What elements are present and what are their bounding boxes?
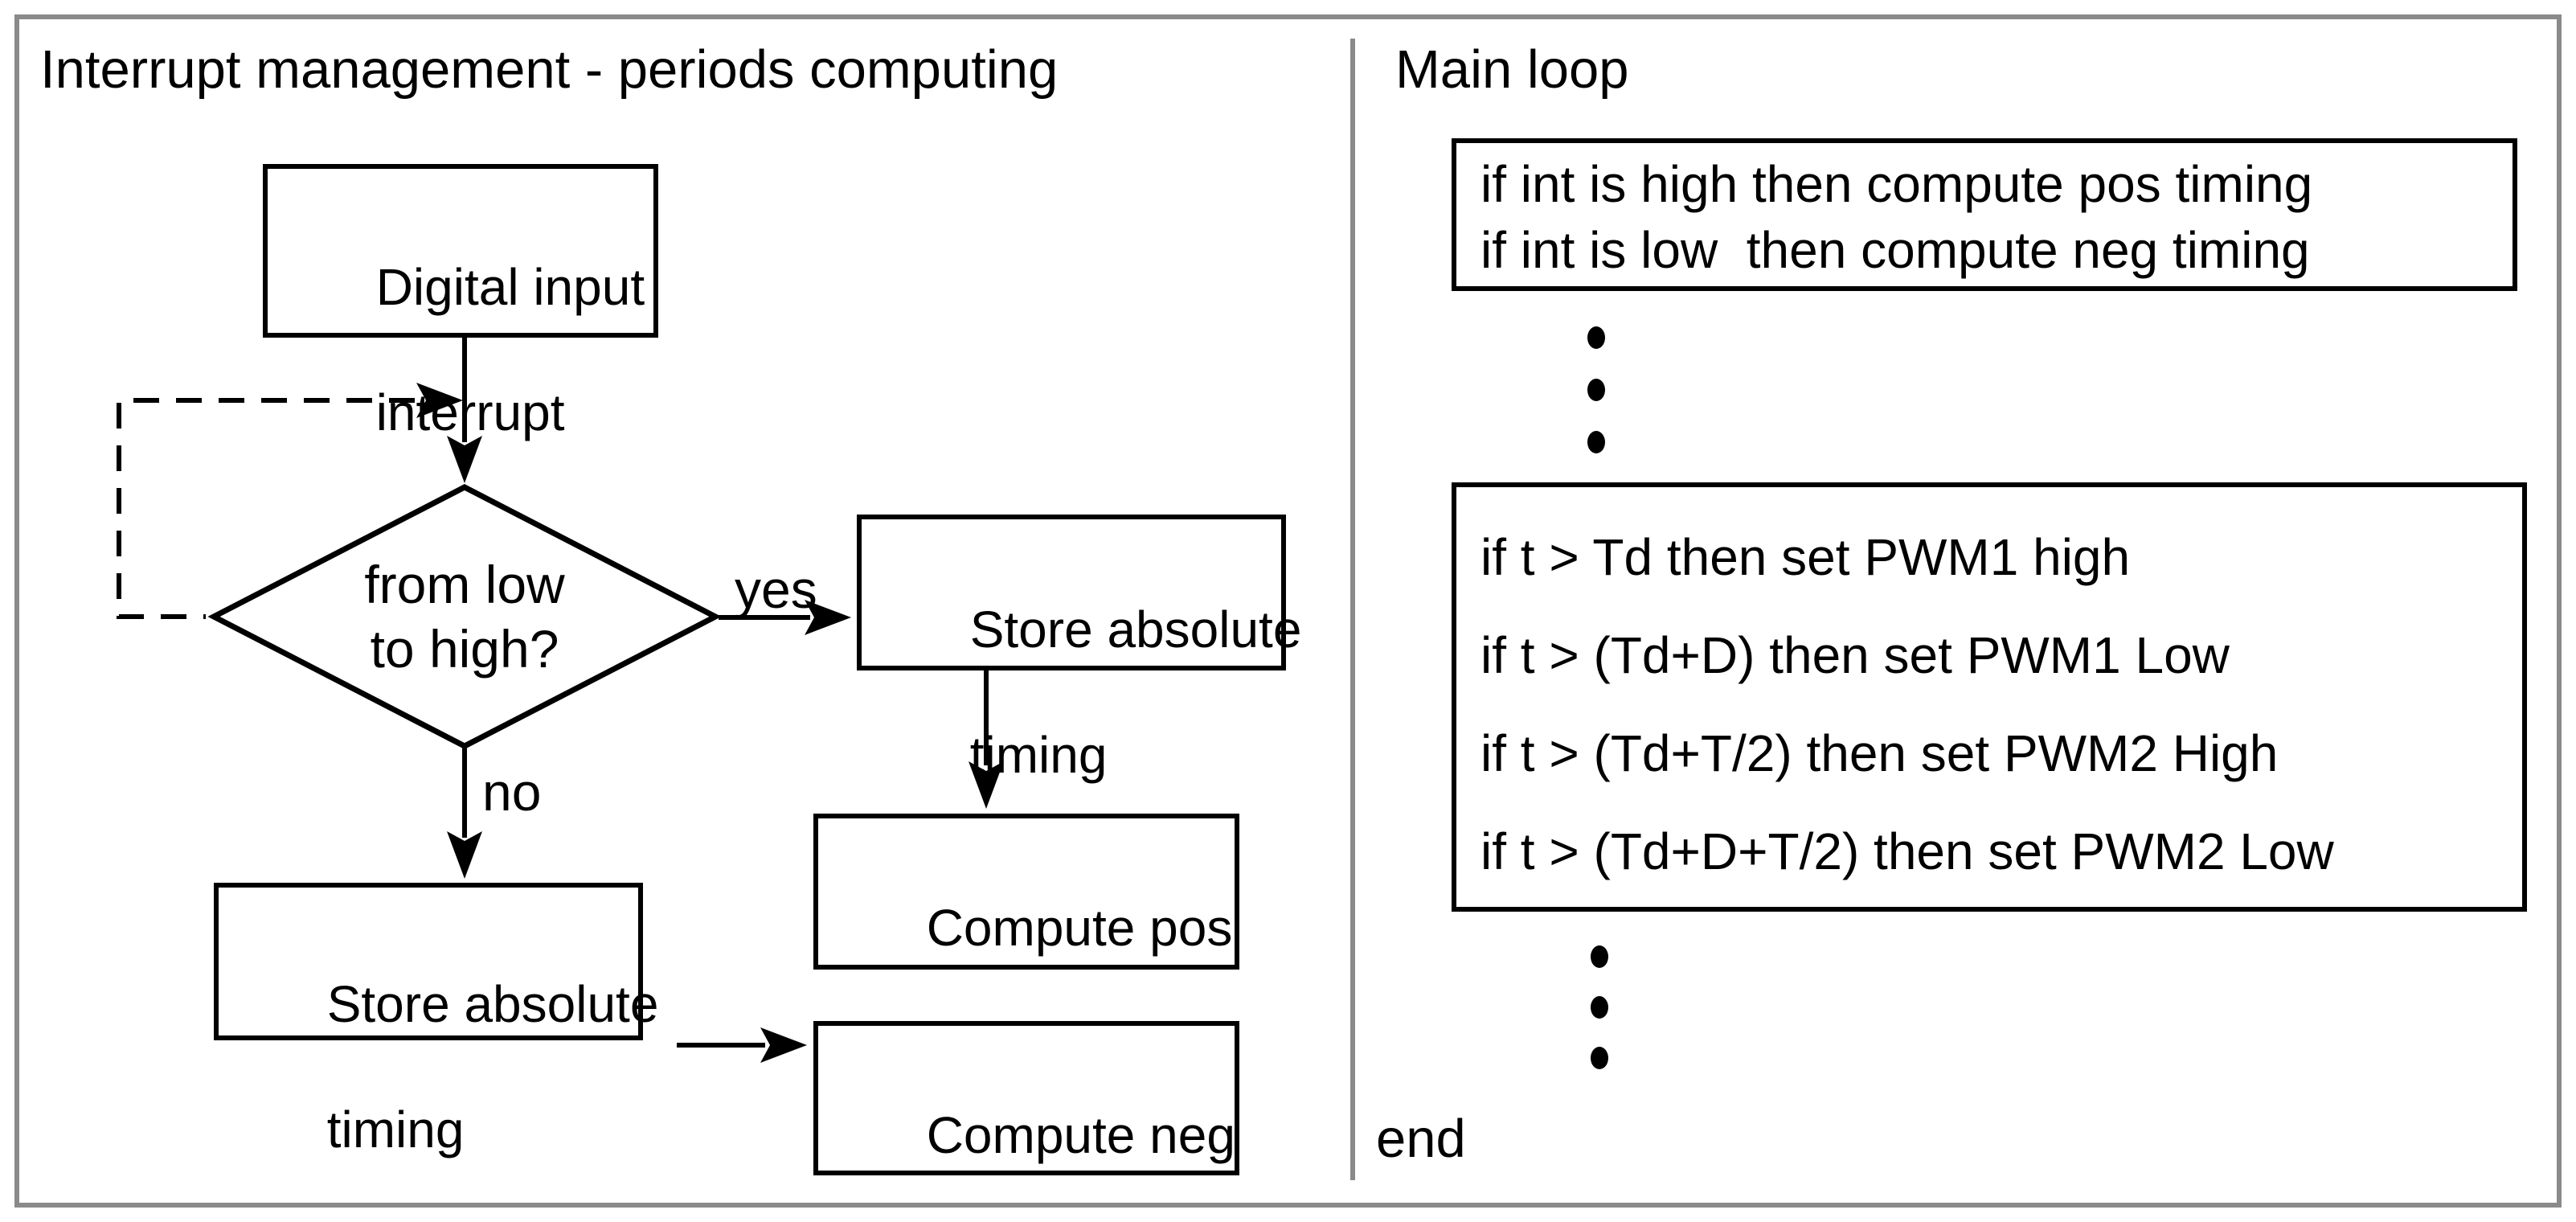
code-line: if t > (Td+T/2) then set PWM2 High: [1480, 724, 2279, 782]
node-label-line: timing: [969, 726, 1108, 784]
node-store-absolute-timing-no: Store absolute timing: [214, 883, 658, 1158]
end-label: end: [1376, 1109, 1466, 1169]
vertical-ellipsis-icon: [1587, 326, 1605, 453]
node-label-line: interrupt: [375, 383, 565, 441]
ellipsis-dot: [1591, 996, 1608, 1019]
dashed-feedback-loop-icon: [117, 383, 463, 619]
arrow-store-to-compute-pos-icon: [969, 670, 1004, 809]
node-digital-input-interrupt: Digital input interrupt: [263, 164, 658, 441]
decision-label-line: from low: [364, 555, 565, 614]
node-store-absolute-timing-yes: Store absolute timing: [857, 515, 1301, 784]
arrow-yes-icon: [719, 600, 851, 635]
code-line: if t > (Td+D) then set PWM1 Low: [1480, 626, 2230, 684]
arrow-store-to-compute-neg-icon: [677, 1027, 807, 1063]
node-compute-neg-semi-period: Compute neg semi-period: [813, 1021, 1239, 1175]
code-line: if int is low then compute neg timing: [1480, 221, 2310, 279]
node-label-line: Store absolute: [326, 975, 659, 1033]
right-panel-title: Main loop: [1395, 39, 1629, 100]
node-label-line: Digital input: [375, 258, 645, 316]
ellipsis-dot: [1591, 1047, 1608, 1069]
node-label-line: Compute neg: [926, 1106, 1235, 1164]
edge-label-no: no: [482, 762, 542, 822]
panel-divider-line: [1350, 39, 1355, 1180]
ellipsis-dot: [1587, 326, 1605, 349]
ellipsis-dot: [1591, 945, 1608, 968]
code-line: if t > (Td+D+T/2) then set PWM2 Low: [1480, 822, 2334, 880]
decision-label: from low to high?: [214, 487, 715, 746]
node-label-line: Compute pos: [926, 899, 1233, 957]
node-label-line: timing: [326, 1101, 465, 1158]
code-block-pwm-timing: if t > Td then set PWM1 high if t > (Td+…: [1452, 482, 2527, 912]
code-line: if int is high then compute pos timing: [1480, 155, 2313, 213]
node-label-line: Store absolute: [969, 601, 1302, 658]
left-panel-title: Interrupt management - periods computing: [40, 39, 1059, 100]
code-line: if t > Td then set PWM1 high: [1480, 528, 2131, 586]
vertical-ellipsis-icon: [1591, 945, 1608, 1069]
ellipsis-dot: [1587, 431, 1605, 453]
code-block-interrupt-polling: if int is high then compute pos timing i…: [1452, 138, 2517, 291]
arrow-down-to-decision-icon: [447, 338, 482, 483]
outer-frame: [14, 14, 2562, 1208]
node-compute-pos-semi-period: Compute pos semi-period: [813, 814, 1239, 1079]
decision-diamond: [207, 484, 722, 749]
ellipsis-dot: [1587, 379, 1605, 401]
arrow-no-icon: [447, 748, 482, 879]
edge-label-yes: yes: [735, 560, 817, 619]
decision-label-line: to high?: [370, 619, 559, 679]
